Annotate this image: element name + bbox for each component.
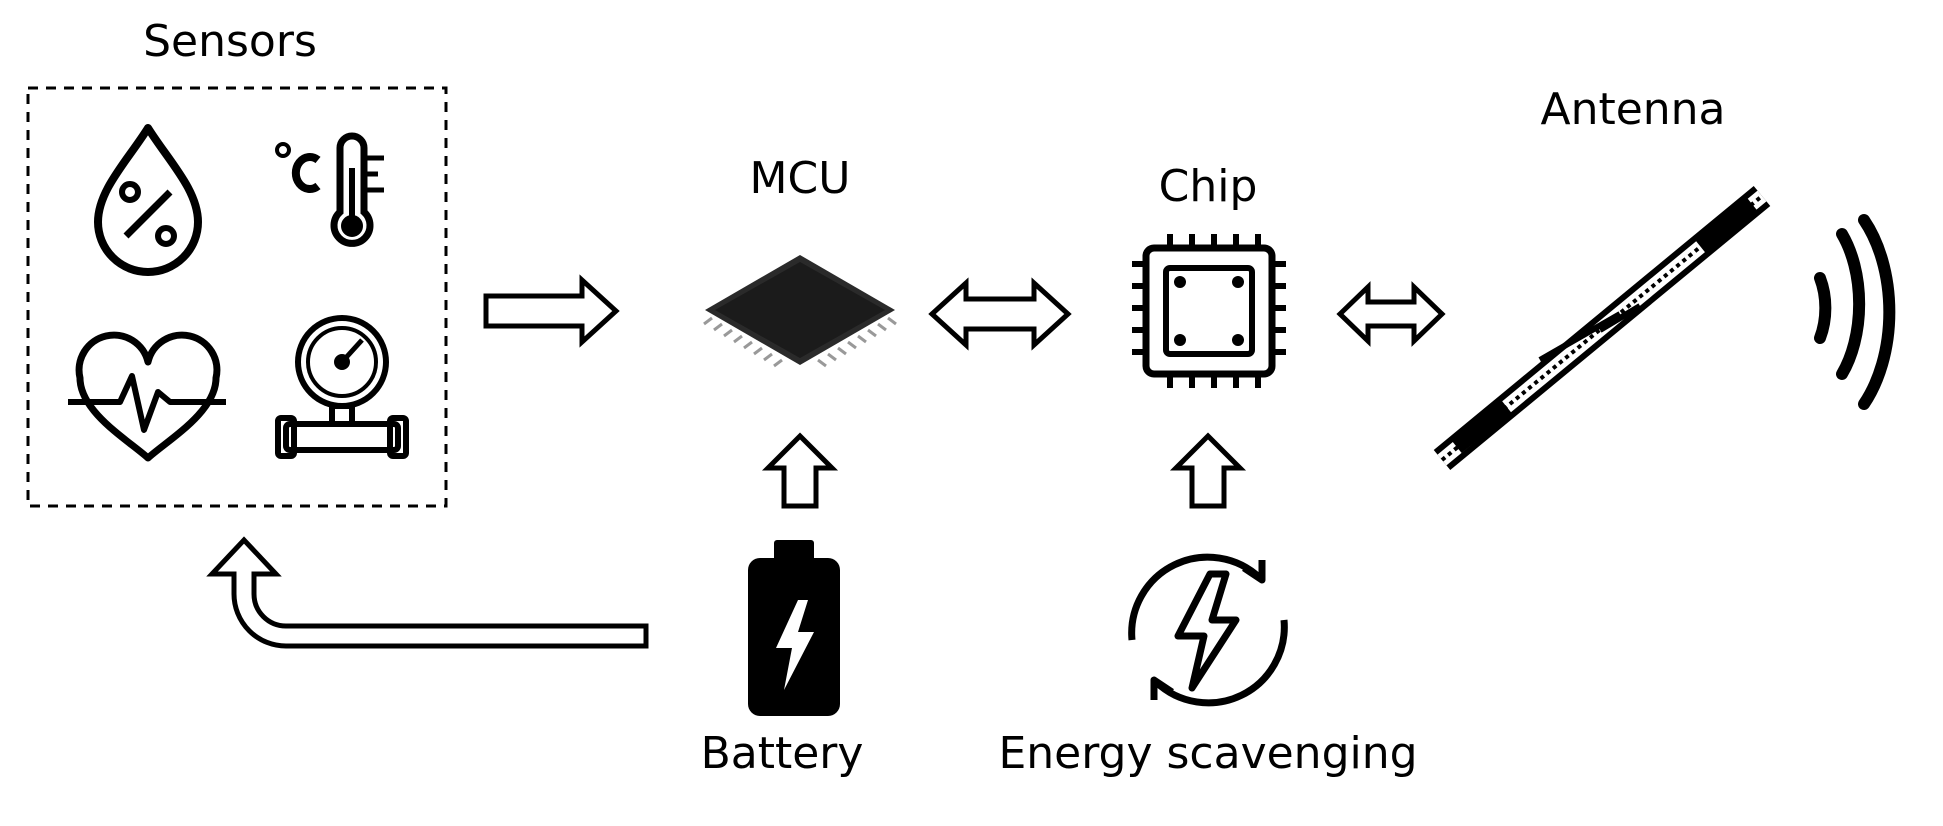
mcu-label: MCU bbox=[749, 153, 851, 204]
chip-antenna-double-arrow bbox=[1336, 281, 1446, 347]
pressure-gauge-icon bbox=[275, 315, 409, 459]
sensors-box bbox=[26, 86, 448, 508]
sensors-label: Sensors bbox=[143, 16, 317, 67]
chip-label: Chip bbox=[1158, 161, 1258, 212]
battery-label: Battery bbox=[700, 728, 864, 779]
humidity-drop-icon bbox=[94, 124, 202, 276]
battery-to-sensors-arrow bbox=[206, 536, 649, 649]
microcontroller-icon bbox=[703, 255, 897, 368]
battery-icon bbox=[748, 540, 840, 716]
chip-icon bbox=[1132, 234, 1286, 388]
mcu-chip-double-arrow bbox=[928, 277, 1072, 351]
rfid-antenna-icon bbox=[1433, 185, 1771, 471]
energy-to-chip-arrow bbox=[1169, 432, 1247, 509]
sensors-to-mcu-arrow bbox=[483, 274, 620, 348]
antenna-label: Antenna bbox=[1540, 84, 1726, 135]
battery-to-mcu-arrow bbox=[761, 432, 839, 509]
heart-rate-icon bbox=[68, 331, 226, 462]
thermometer-icon bbox=[275, 132, 384, 247]
energy-scavenging-label: Energy scavenging bbox=[998, 728, 1418, 779]
energy-cycle-icon bbox=[1128, 553, 1288, 707]
wireless-signal-icon bbox=[1814, 214, 1896, 410]
